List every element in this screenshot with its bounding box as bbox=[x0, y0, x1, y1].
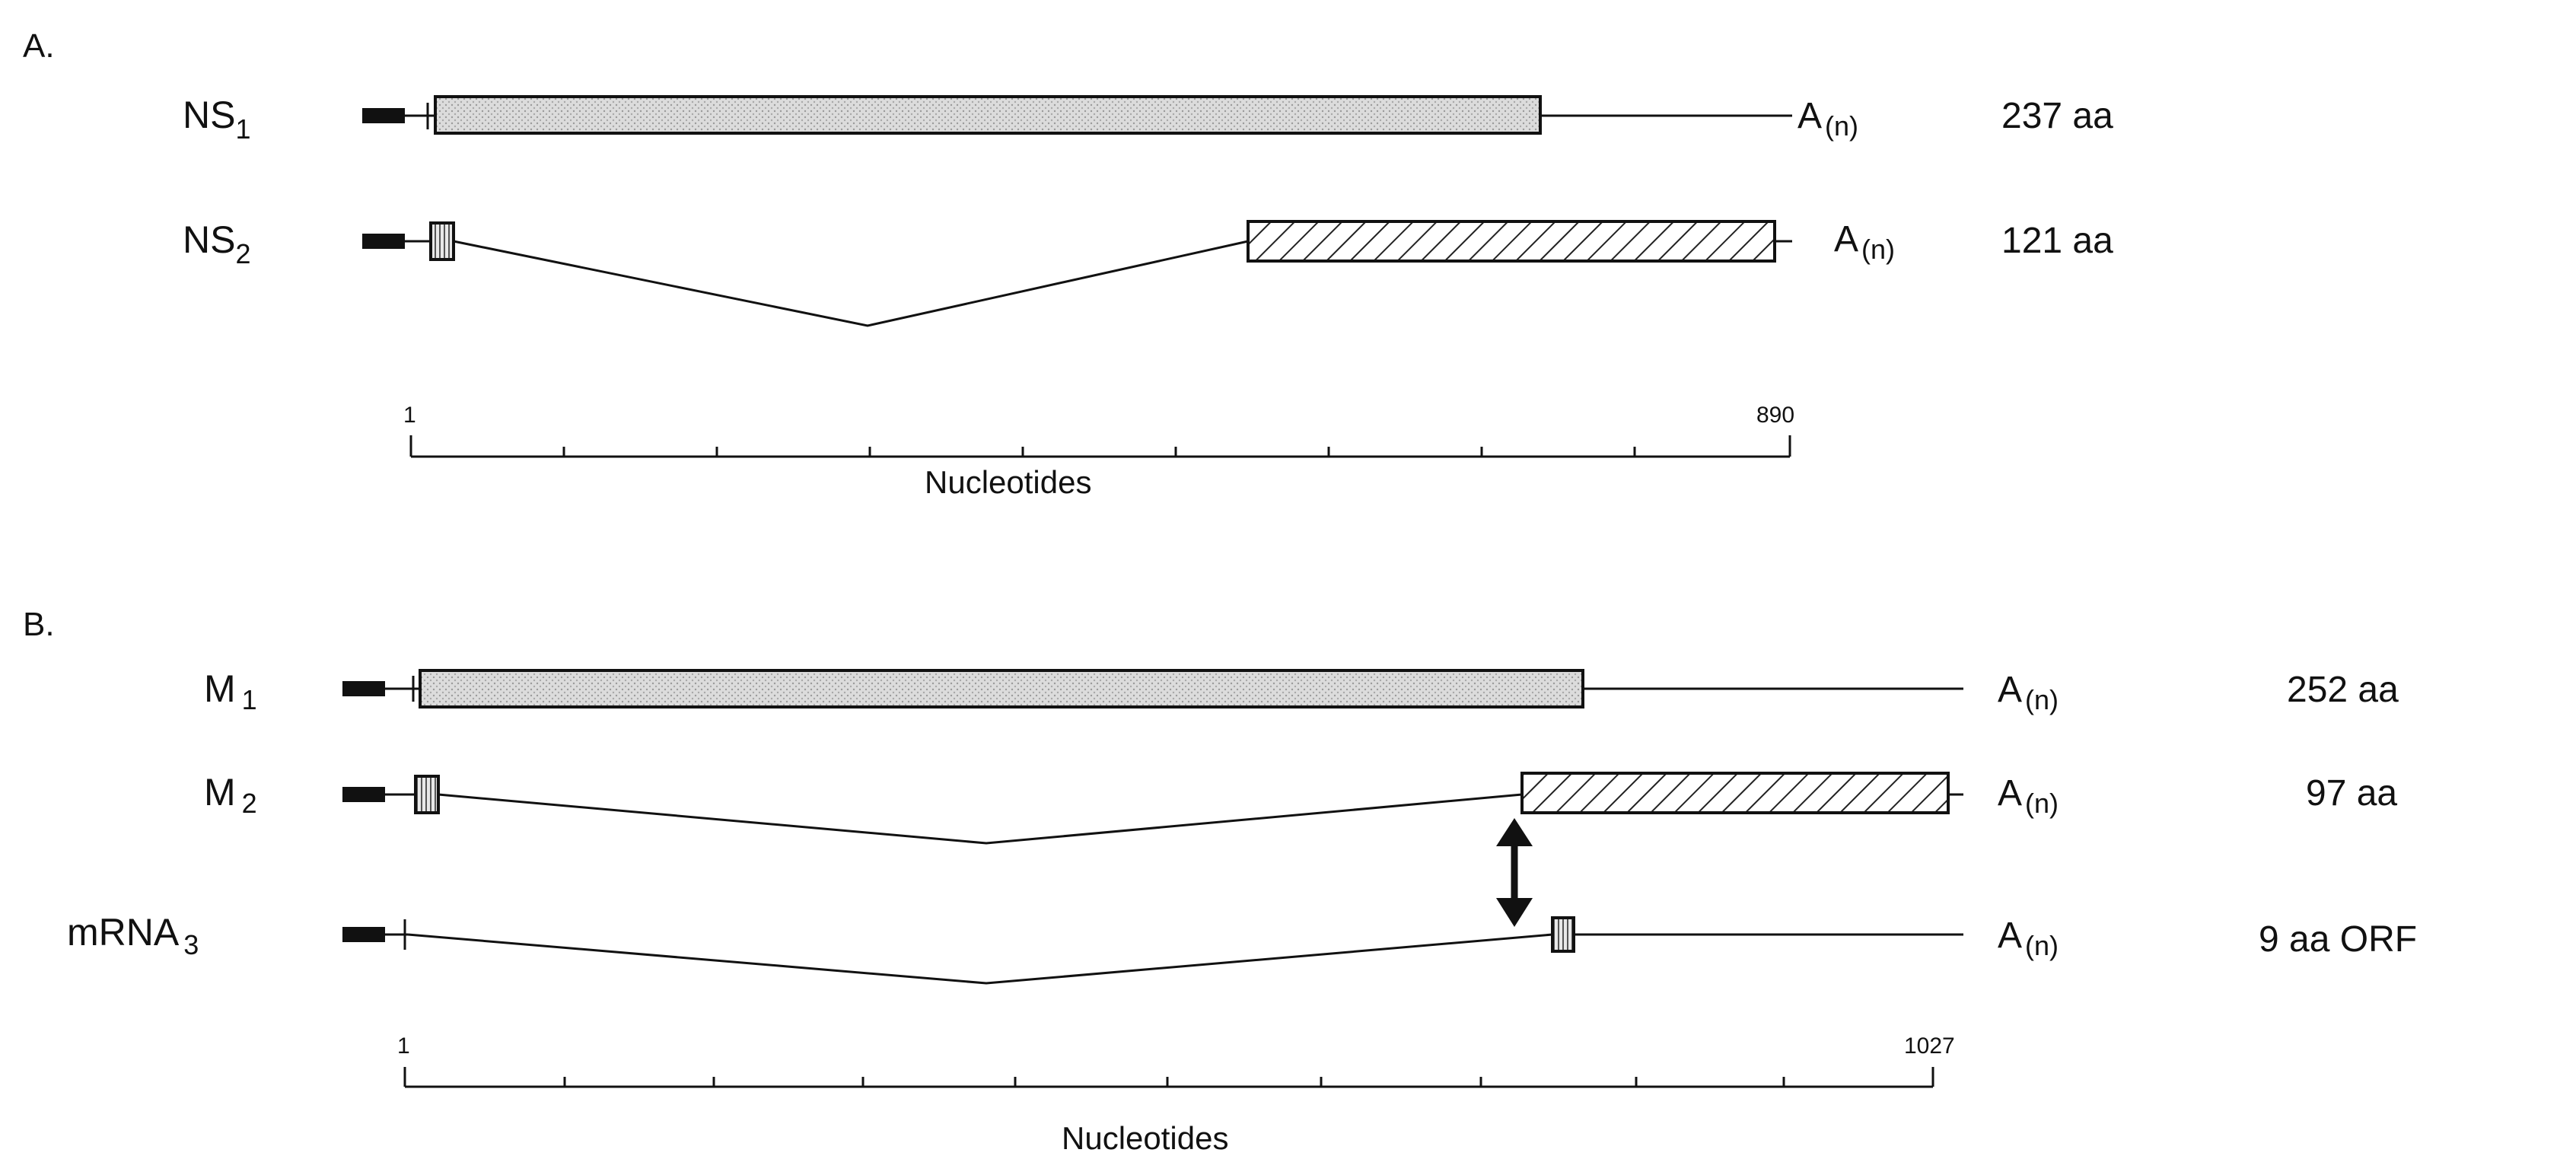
axis-b-title: Nucleotides bbox=[1062, 1120, 1228, 1156]
track-m1-tail-n: (n) bbox=[2025, 684, 2059, 715]
track-mrna3-intron bbox=[407, 933, 1553, 985]
track-m1-aa: 252 aa bbox=[2287, 670, 2399, 710]
track-mrna3-aa: 9 aa ORF bbox=[2259, 919, 2417, 960]
track-m2-tail-a: A bbox=[1998, 773, 2022, 814]
track-m1-sub: 1 bbox=[242, 684, 257, 715]
track-ns2-tail-a: A bbox=[1834, 219, 1858, 260]
track-ns1-tail: A(n) bbox=[1797, 96, 1858, 142]
track-mrna3-tail-a: A bbox=[1998, 915, 2022, 956]
track-ns2-aa: 121 aa bbox=[2001, 221, 2113, 261]
track-m1-exon bbox=[419, 669, 1584, 709]
track-ns2-sub: 2 bbox=[235, 238, 250, 269]
track-m2-exon1 bbox=[414, 775, 440, 814]
panel-a-letter: A. bbox=[23, 27, 55, 65]
panel-b-letter: B. bbox=[23, 606, 55, 643]
track-mrna3-name: mRNA bbox=[67, 911, 180, 954]
track-m2-leader bbox=[342, 787, 385, 802]
track-m2-sub: 2 bbox=[242, 788, 257, 819]
track-mrna3-tail: A(n) bbox=[1998, 915, 2059, 961]
track-ns1-exon bbox=[434, 95, 1542, 135]
track-ns1-name: NS bbox=[183, 94, 235, 136]
track-mrna3-tail-n: (n) bbox=[2025, 930, 2059, 961]
track-mrna3-orf bbox=[1551, 916, 1575, 953]
track-m2-name: M bbox=[204, 771, 236, 814]
panel-a: A. NS1 A(n) 237 aa NS2 A(n) 121 aa bbox=[23, 27, 2113, 500]
track-mrna3-leader bbox=[342, 927, 385, 942]
track-mrna3-sub: 3 bbox=[183, 929, 199, 960]
axis-a-title: Nucleotides bbox=[925, 464, 1091, 500]
axis-a: 1 890 Nucleotides bbox=[403, 403, 1794, 500]
track-ns2-name: NS bbox=[183, 218, 235, 261]
track-ns1-tail-a: A bbox=[1797, 96, 1822, 136]
track-ns2-exon1 bbox=[429, 221, 455, 261]
axis-a-end: 890 bbox=[1756, 403, 1794, 428]
track-ns2: NS2 A(n) 121 aa bbox=[183, 218, 2113, 327]
track-ns1-leader bbox=[362, 108, 405, 123]
axis-b-start: 1 bbox=[397, 1033, 410, 1059]
track-ns2-tail-n: (n) bbox=[1861, 234, 1895, 265]
track-m1-tail: A(n) bbox=[1998, 670, 2059, 715]
track-m2-tail-n: (n) bbox=[2025, 788, 2059, 819]
track-ns2-leader bbox=[362, 234, 405, 249]
track-ns1-tail-n: (n) bbox=[1825, 110, 1858, 142]
track-m1-leader bbox=[342, 681, 385, 696]
axis-b: 1 1027 Nucleotides bbox=[397, 1033, 1955, 1156]
track-m1-name: M bbox=[204, 667, 236, 710]
track-ns2-tail: A(n) bbox=[1834, 219, 1895, 265]
track-ns2-intron bbox=[453, 240, 1249, 327]
axis-a-start: 1 bbox=[403, 403, 416, 428]
track-ns1-sub: 1 bbox=[235, 113, 250, 145]
track-ns1: NS1 A(n) 237 aa bbox=[183, 94, 2113, 145]
track-ns1-aa: 237 aa bbox=[2001, 96, 2113, 136]
track-m2-tail: A(n) bbox=[1998, 773, 2059, 819]
track-m2-intron bbox=[438, 793, 1523, 845]
track-m2-exon2 bbox=[1520, 772, 1950, 814]
track-m2-aa: 97 aa bbox=[2306, 773, 2397, 814]
double-arrow-icon bbox=[1496, 818, 1533, 927]
axis-b-end: 1027 bbox=[1904, 1033, 1955, 1059]
track-ns2-label: NS2 bbox=[183, 218, 251, 269]
track-ns1-label: NS1 bbox=[183, 94, 251, 145]
track-m1-tail-a: A bbox=[1998, 670, 2022, 710]
track-ns2-exon2 bbox=[1247, 220, 1776, 263]
